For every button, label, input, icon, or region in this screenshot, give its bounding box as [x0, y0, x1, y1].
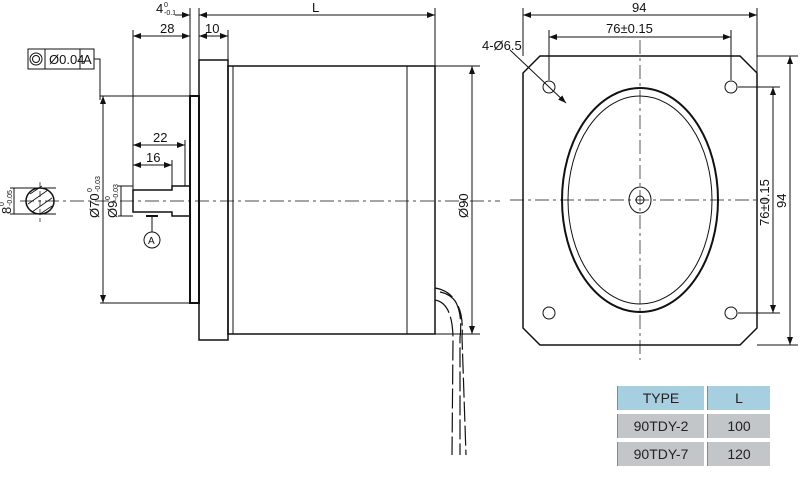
cell-L: 100 — [707, 414, 770, 438]
cell-type: 90TDY-7 — [617, 442, 704, 466]
dim-hole-pitch-v: 76±0.15 — [757, 179, 772, 226]
header-type: TYPE — [617, 386, 704, 410]
tol: -0.03 — [95, 176, 102, 192]
shaft — [132, 185, 190, 217]
cell-L: 120 — [707, 442, 770, 466]
dim-hole-pitch: 76±0.15 — [606, 21, 653, 36]
tolerance-value: Ø0.04 — [49, 52, 84, 67]
dim-4: 4 — [156, 1, 163, 16]
dim-10: 10 — [205, 21, 219, 36]
dim-width: 94 — [632, 0, 646, 15]
tol: 0 — [105, 196, 112, 200]
tol: -0.05 — [7, 190, 14, 206]
cell-type: 90TDY-2 — [617, 414, 704, 438]
side-view — [10, 8, 500, 456]
tolerance-datum: A — [83, 52, 92, 67]
tol: -0.03 — [113, 184, 120, 200]
holes-callout: 4-Ø6.5 — [482, 38, 522, 53]
dim-28: 28 — [160, 21, 174, 36]
tol: 0 — [164, 2, 168, 9]
front-view — [509, 8, 798, 360]
dim-22: 22 — [153, 130, 167, 145]
mounting-holes — [542, 80, 738, 320]
tol: -0.1 — [164, 10, 176, 17]
dim-body: Ø90 — [456, 193, 471, 218]
pilot-boss — [189, 95, 200, 304]
tol: 0 — [87, 188, 94, 192]
mounting-flange-face — [522, 55, 758, 346]
datum-label: A — [148, 236, 155, 247]
header-L: L — [707, 386, 770, 410]
tol: 0 — [0, 202, 6, 206]
motor-body — [227, 65, 436, 335]
dim-L: L — [312, 0, 319, 15]
dim-16: 16 — [146, 150, 160, 165]
dim-height: 94 — [774, 194, 789, 208]
dim-pilot: Ø70 — [87, 193, 102, 218]
dim-flat: 8 — [0, 207, 14, 214]
flange — [198, 59, 229, 341]
dim-shaft: Ø9 — [105, 201, 120, 218]
